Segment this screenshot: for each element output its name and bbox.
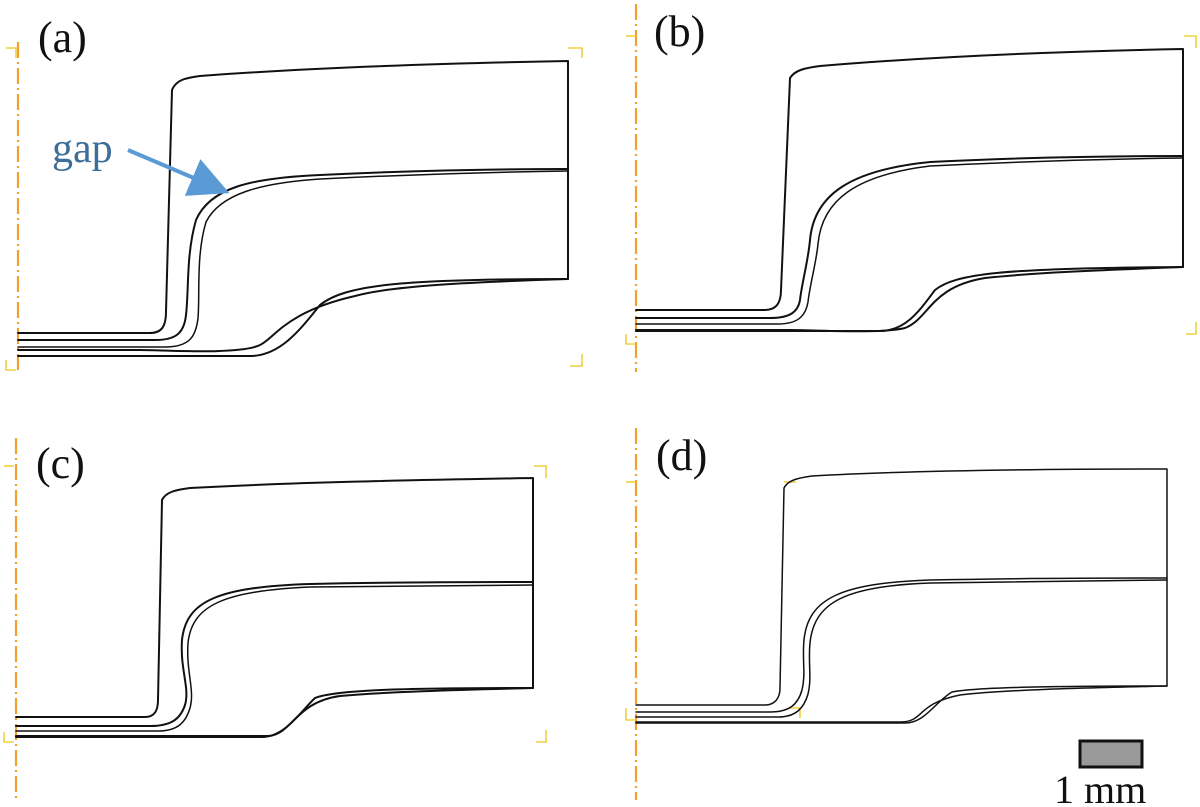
lower-blank-inner-c [15,584,534,732]
corner-marker-a-bl [5,360,16,371]
corner-marker-c-tr [534,465,547,478]
corner-marker-a-tl [6,47,17,58]
corner-marker-b-tr [1184,35,1197,48]
panel-label-a: (a) [38,13,87,62]
lower-blank-outline-a [17,168,569,341]
lower-blank-outline-d [635,577,1168,713]
panel-label-b: (b) [654,7,705,56]
corner-marker-b-bl [625,334,636,345]
die-outline-c [15,687,534,738]
gap-annotation-arrow [127,148,230,196]
panel-d: (d) [625,428,1168,800]
scale-bar-label: 1 mm [1054,767,1146,807]
corner-marker-c-bl [3,732,14,743]
corner-marker-d-bl [625,708,636,721]
corner-marker-c-br [536,730,547,743]
panel-a: (a) gap [5,13,583,372]
upper-part-outline-a [17,60,569,353]
gap-annotation-label: gap [52,126,113,172]
corner-marker-d-mid [790,707,801,718]
lower-blank-inner-d [635,579,1168,718]
scale-bar-rect [1078,739,1144,769]
die-outline-d [635,685,1168,724]
corner-marker-a-br [570,354,583,367]
lower-blank-inner-b [635,157,1184,325]
die-outline-a [17,278,569,357]
panel-label-d: (d) [656,431,707,480]
corner-marker-a-tr [568,47,583,58]
panel-b: (b) [625,4,1197,372]
panel-label-c: (c) [36,439,85,488]
corner-marker-b-br [1186,322,1197,335]
lower-blank-inner-a [17,170,569,348]
scale-bar: 1 mm [1054,739,1146,807]
upper-part-outline-b [635,48,1184,333]
lower-blank-outline-b [635,155,1184,319]
upper-part-outline-d [635,468,1168,723]
die-outline-b [635,266,1184,332]
lower-blank-outline-c [15,581,534,727]
panel-c: (c) [3,438,547,800]
upper-part-outline-c [15,477,534,737]
